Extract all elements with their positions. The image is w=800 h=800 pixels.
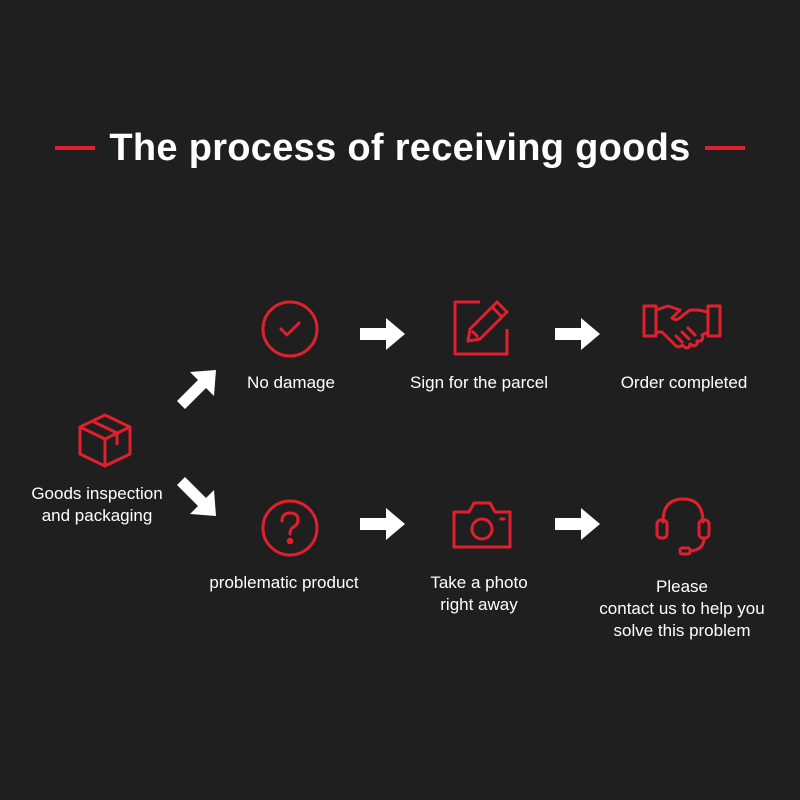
arrow-right-icon <box>555 318 601 350</box>
top-label-3: Order completed <box>620 373 748 392</box>
box-icon <box>77 412 133 468</box>
headset-icon <box>654 496 712 558</box>
arrow-right-icon <box>360 318 406 350</box>
top-label-2: Sign for the parcel <box>410 373 548 392</box>
title-row: The process of receiving goods <box>0 118 800 178</box>
bottom-label-3: Please contact us to help you solve this… <box>599 577 765 640</box>
handshake-icon <box>642 302 722 352</box>
check-circle-icon <box>261 300 319 358</box>
camera-icon <box>451 500 513 550</box>
arrow-down-right-icon <box>176 476 218 518</box>
arrow-right-icon <box>555 508 601 540</box>
sign-pen-icon <box>452 299 510 357</box>
arrow-right-icon <box>360 508 406 540</box>
arrow-up-right-icon <box>176 368 218 410</box>
start-label: Goods inspection and packaging <box>31 484 163 525</box>
page-title: The process of receiving goods <box>109 126 691 169</box>
bottom-label-1: problematic product <box>209 573 359 592</box>
bottom-label-2: Take a photo right away <box>430 573 528 614</box>
top-label-1: No damage <box>247 373 335 392</box>
title-dash-left <box>55 146 96 150</box>
question-circle-icon <box>261 499 319 557</box>
title-dash-right <box>704 146 745 150</box>
